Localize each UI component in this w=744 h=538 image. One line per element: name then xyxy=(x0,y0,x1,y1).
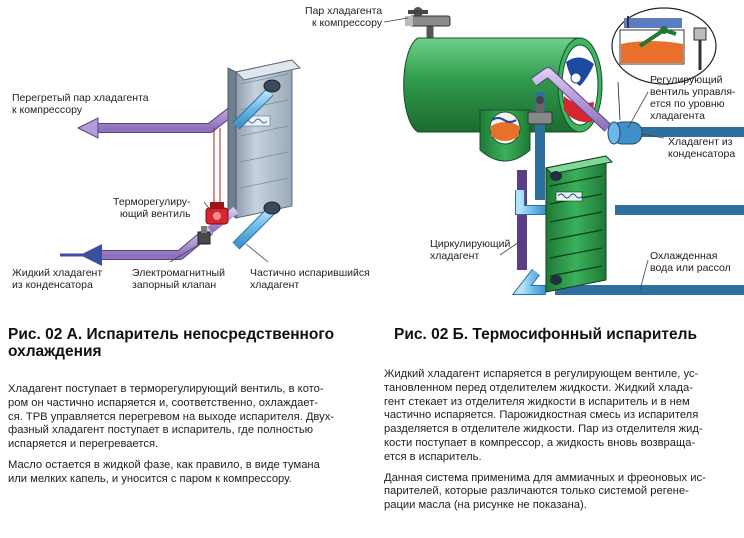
plate-evaporator-b xyxy=(544,155,614,293)
gate-valve-icon xyxy=(527,96,553,125)
description-figure-b: Жидкий хладагент испаряется в регулирующ… xyxy=(384,368,742,520)
trv-valve-icon xyxy=(205,202,229,225)
separator-sump xyxy=(479,109,531,162)
description-figure-a: Хладагент поступает в терморегулирующий … xyxy=(8,383,368,494)
level-control-valve-icon xyxy=(607,121,643,145)
label-solenoid-valve: Электромагнитный запорный клапан xyxy=(132,267,225,291)
description-a-paragraph-2: Масло остается в жидкой фазе, как правил… xyxy=(8,458,320,485)
description-a-paragraph-1: Хладагент поступает в терморегулирующий … xyxy=(8,383,335,451)
label-liquid-inlet: Жидкий хладагент из конденсатора xyxy=(12,267,103,291)
label-circulating-refrigerant: Циркулирующий хладагент xyxy=(430,238,511,262)
top-valve-icon xyxy=(405,7,451,27)
label-superheated-vapor: Перегретый пар хладагента к компрессору xyxy=(12,92,149,116)
label-vapor-to-compressor: Пар хладагента к компрессору xyxy=(305,5,383,29)
description-b-paragraph-2: Данная система применима для аммиачных и… xyxy=(384,471,706,512)
label-trv: Терморегулиру- ющий вентиль xyxy=(113,196,191,220)
label-refrigerant-from-condenser: Хладагент из конденсатора xyxy=(668,136,736,160)
label-chilled-water: Охлажденная вода или рассол xyxy=(650,250,731,274)
label-partially-evaporated: Частично испарившийся хладагент xyxy=(250,267,370,291)
solenoid-valve-icon xyxy=(197,226,211,245)
label-level-control-valve: Регулирующий вентиль управля- ется по ур… xyxy=(650,74,736,122)
caption-figure-a: Рис. 02 А. Испаритель непосредственного … xyxy=(8,326,335,360)
plate-heat-exchanger-a xyxy=(227,59,302,219)
caption-figure-b: Рис. 02 Б. Термосифонный испаритель xyxy=(394,326,697,343)
description-b-paragraph-1: Жидкий хладагент испаряется в регулирующ… xyxy=(384,368,703,463)
level-valve-inset xyxy=(611,7,717,121)
